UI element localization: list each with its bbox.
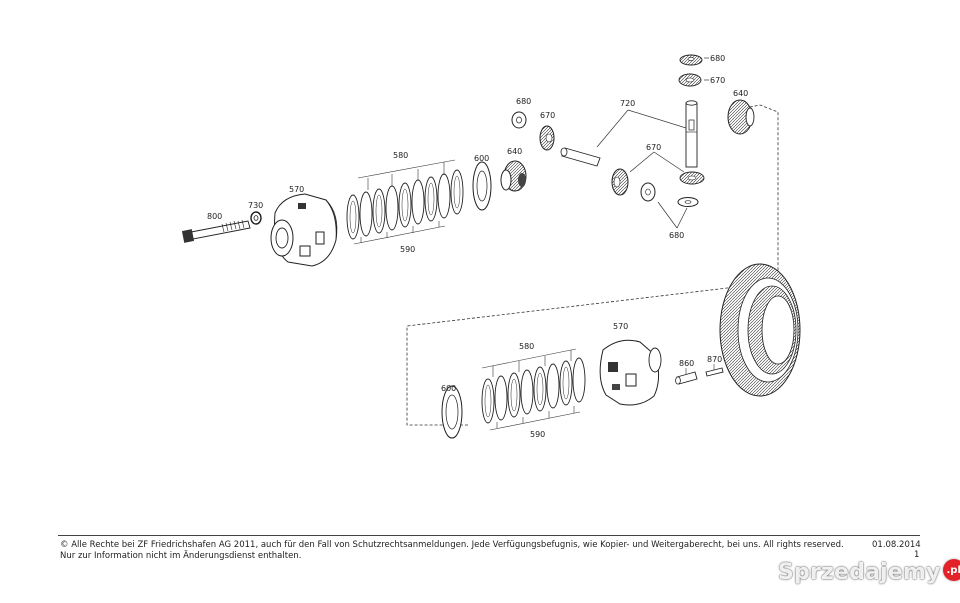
footer-date: 01.08.2014 [872,540,921,550]
washer-730 [250,211,262,225]
clutch-plate-inner-teeth-bottom [484,366,570,418]
washer-680-lower-left [640,182,656,202]
label-730: 730 [248,201,263,210]
thrust-ring-600-bottom [441,385,463,439]
footer-divider [58,535,920,536]
washer-680-lower-right [677,197,699,207]
label-680-lower: 680 [669,231,684,240]
label-580-bottom: 580 [519,342,534,351]
label-670-right: 670 [646,143,661,152]
washer-680-top [679,54,703,66]
label-670-top-stack: 670 [710,76,725,85]
label-870: 870 [707,355,722,364]
pinion-gear-670-right [611,168,629,196]
label-680-mid: 680 [516,97,531,106]
copyright-line-2: Nur zur Information nicht im Änderungsdi… [60,551,302,561]
footer-copyright: © Alle Rechte bei ZF Friedrichshafen AG … [60,540,844,562]
assembly-dashed-lines [406,104,779,426]
part-number-labels: 800 730 570 580 590 600 640 680 670 720 … [207,54,748,439]
diff-housing-570-bottom [599,339,662,406]
watermark: Sprzedajemy .pl [778,552,960,592]
copyright-line-1: © Alle Rechte bei ZF Friedrichshafen AG … [60,540,844,550]
pin-860 [675,371,698,385]
ring-gear [719,263,801,397]
label-590-bottom: 590 [530,430,545,439]
leader-lines-580-590-bottom [481,348,581,431]
label-640-mid: 640 [507,147,522,156]
side-gear-640-right [727,99,755,135]
pinion-gear-670-lower [679,171,705,185]
thrust-ring-600-top [472,161,492,211]
footer-page-number: 1 [914,550,920,560]
bolt-800 [181,219,251,243]
leader-lines-580-590-top [353,159,456,245]
cross-pin-720 [560,100,698,168]
label-570-top: 570 [289,185,304,194]
clutch-plate-inner-teeth-top [349,175,461,234]
pinion-gear-670-top [678,73,702,87]
label-680-top-stack: 680 [710,54,725,63]
label-580-top: 580 [393,151,408,160]
diff-housing-570-top [270,193,338,267]
label-640-right: 640 [733,89,748,98]
label-570-bottom: 570 [613,322,628,331]
pin-870 [705,367,724,377]
label-800: 800 [207,212,222,221]
label-670-mid: 670 [540,111,555,120]
label-600-bottom: 600 [441,384,456,393]
label-590-top: 590 [400,245,415,254]
side-gear-640-mid [500,160,527,192]
label-860: 860 [679,359,694,368]
clutch-plates-bottom [481,357,586,424]
leader-lines-670-680-right [629,57,709,229]
watermark-text: Sprzedajemy [778,559,941,585]
label-720: 720 [620,99,635,108]
watermark-badge: .pl [942,559,960,581]
leader-lines-860-870 [685,364,715,374]
washer-680-mid [511,111,527,129]
leader-lines-720 [596,109,687,148]
exploded-parts-drawing: 800 730 570 580 590 600 640 680 670 720 … [181,54,801,439]
pinion-gear-670-mid [539,125,555,151]
clutch-plates-top [346,169,464,240]
label-600-top: 600 [474,154,489,163]
